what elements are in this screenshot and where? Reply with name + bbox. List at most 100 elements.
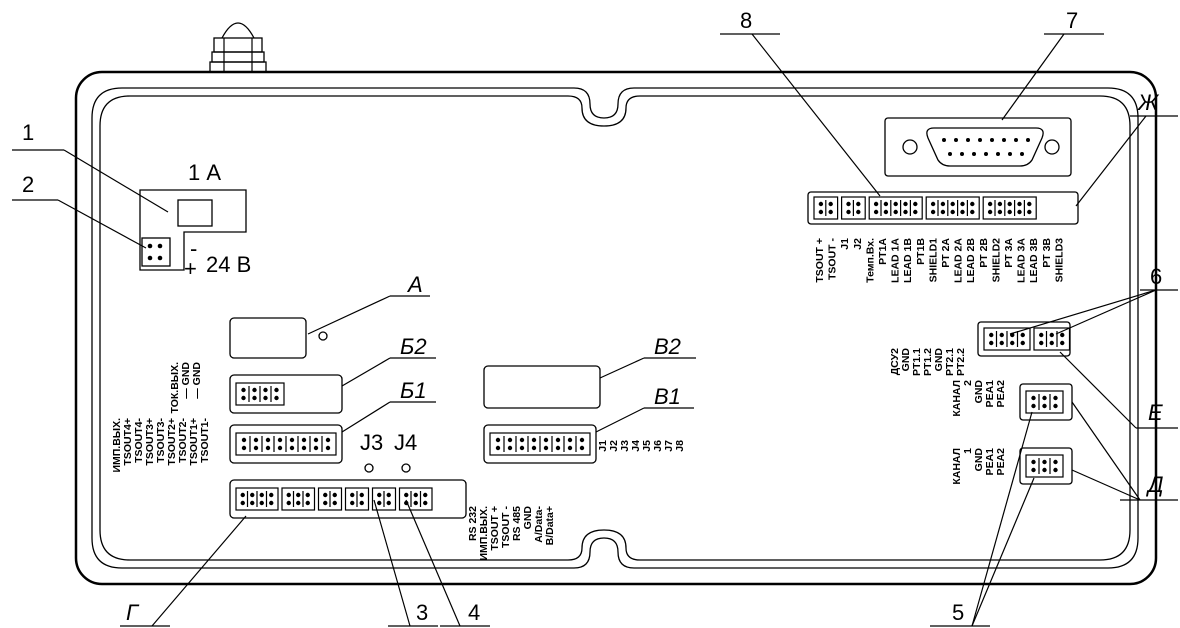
dsub-pin [996, 152, 1000, 156]
callout-3: 3 [416, 600, 428, 625]
j4-led [401, 463, 411, 473]
b2-pin [263, 387, 268, 393]
top-terminal-label: SHIELD2 [990, 238, 1002, 283]
v1-group [489, 432, 591, 456]
top-terminal-label: SHIELD3 [1053, 238, 1065, 283]
top-group [925, 196, 980, 220]
v1-label: J2 [608, 440, 620, 452]
b1-pin [289, 437, 295, 443]
top-terminal-label: TSOUT - [827, 238, 839, 280]
dsub-pin [960, 152, 964, 156]
dsub-pin [942, 138, 946, 142]
callout-4: 4 [468, 600, 480, 625]
j3-label: J3 [360, 430, 383, 455]
g-group [235, 487, 279, 511]
top-terminal-label: LEAD 1A [890, 238, 902, 283]
g-pin [377, 500, 382, 506]
e-group [1033, 327, 1071, 351]
g-group [398, 487, 433, 511]
ch1-pin [1042, 467, 1047, 473]
e-pin [1060, 332, 1065, 338]
b2-pin [274, 387, 279, 393]
b1-pin [301, 445, 307, 451]
g-label: ИМП.ВЫХ. [478, 506, 490, 561]
current-output-label: ТОК.ВЫХ. [169, 362, 181, 414]
g-pin [404, 492, 409, 498]
e-pin [999, 340, 1004, 346]
ch2-pin [1053, 395, 1058, 401]
top-pin [1017, 201, 1022, 207]
top-terminal-label: LEAD 2A [953, 238, 965, 283]
g-pin [359, 492, 364, 498]
v1-pin [555, 437, 561, 443]
ch2-pin [1031, 395, 1036, 401]
power-voltage-label: 24 В [206, 252, 251, 277]
dsub-pin [948, 152, 952, 156]
top-pin [893, 201, 898, 207]
b1-pin [325, 445, 331, 451]
g-pin [259, 500, 264, 506]
callout-6: 6 [1150, 264, 1162, 289]
g-pin [423, 500, 428, 506]
channel1-label: КАНАЛ [951, 448, 963, 485]
channel2-label: 2 [962, 380, 974, 386]
v1-pin [519, 445, 525, 451]
v1-pin [519, 437, 525, 443]
g-pin [259, 492, 264, 498]
ch2-pin [1042, 403, 1047, 409]
top-terminal-label: PT1A [877, 238, 889, 265]
dsu-label: PT2.2 [955, 348, 967, 376]
b1-pin [289, 445, 295, 451]
g-pin [250, 500, 255, 506]
top-pin [950, 201, 955, 207]
top-pin [873, 209, 879, 215]
cable-gland [209, 22, 267, 73]
e-pin [1020, 340, 1025, 346]
top-pin [913, 201, 918, 207]
g-pin [350, 500, 355, 506]
v1-label: J8 [674, 440, 686, 452]
v1-pin [567, 445, 573, 451]
dsu-label: ДСУ2 [889, 348, 901, 375]
e-group [983, 327, 1031, 351]
dsub-pin [1020, 152, 1024, 156]
b2-pin [274, 395, 279, 401]
dsu-label: PT1.2 [922, 348, 934, 376]
top-pin [1027, 209, 1032, 215]
block-g-frame [229, 479, 467, 519]
block-e-frame [977, 321, 1071, 357]
top-pin [940, 209, 946, 215]
channel1-label: 1 [962, 448, 974, 454]
top-pin [987, 201, 993, 207]
ch2-pin [1031, 403, 1036, 409]
b2-pin [252, 395, 257, 401]
top-pin [818, 209, 824, 215]
pulse-output-label: TSOUT3- [155, 418, 167, 463]
v1-pin [507, 445, 513, 451]
top-pin [970, 209, 975, 215]
top-pin [903, 201, 908, 207]
e-pin [1039, 340, 1044, 346]
block-ch1-frame [1019, 447, 1073, 485]
g-pin [413, 492, 418, 498]
g-pin [250, 492, 255, 498]
callout-g: Г [126, 600, 140, 625]
b1-pin [253, 445, 259, 451]
block-ch2-frame [1019, 383, 1073, 421]
block-v2 [483, 365, 601, 409]
g-group [344, 487, 370, 511]
e-pin [989, 340, 994, 346]
g-label: TSOUT - [500, 506, 512, 548]
g-label: GND [522, 506, 534, 530]
b2-pin [252, 387, 257, 393]
g-pin [359, 500, 364, 506]
ch2-group [1025, 390, 1064, 414]
top-terminal-label: LEAD 3B [1028, 238, 1040, 283]
v1-pin [543, 445, 549, 451]
block-a [229, 317, 307, 359]
g-pin [332, 492, 337, 498]
callout-b2: Б2 [400, 334, 427, 359]
b1-pin [241, 445, 247, 451]
dsu-label: GND [900, 348, 912, 372]
